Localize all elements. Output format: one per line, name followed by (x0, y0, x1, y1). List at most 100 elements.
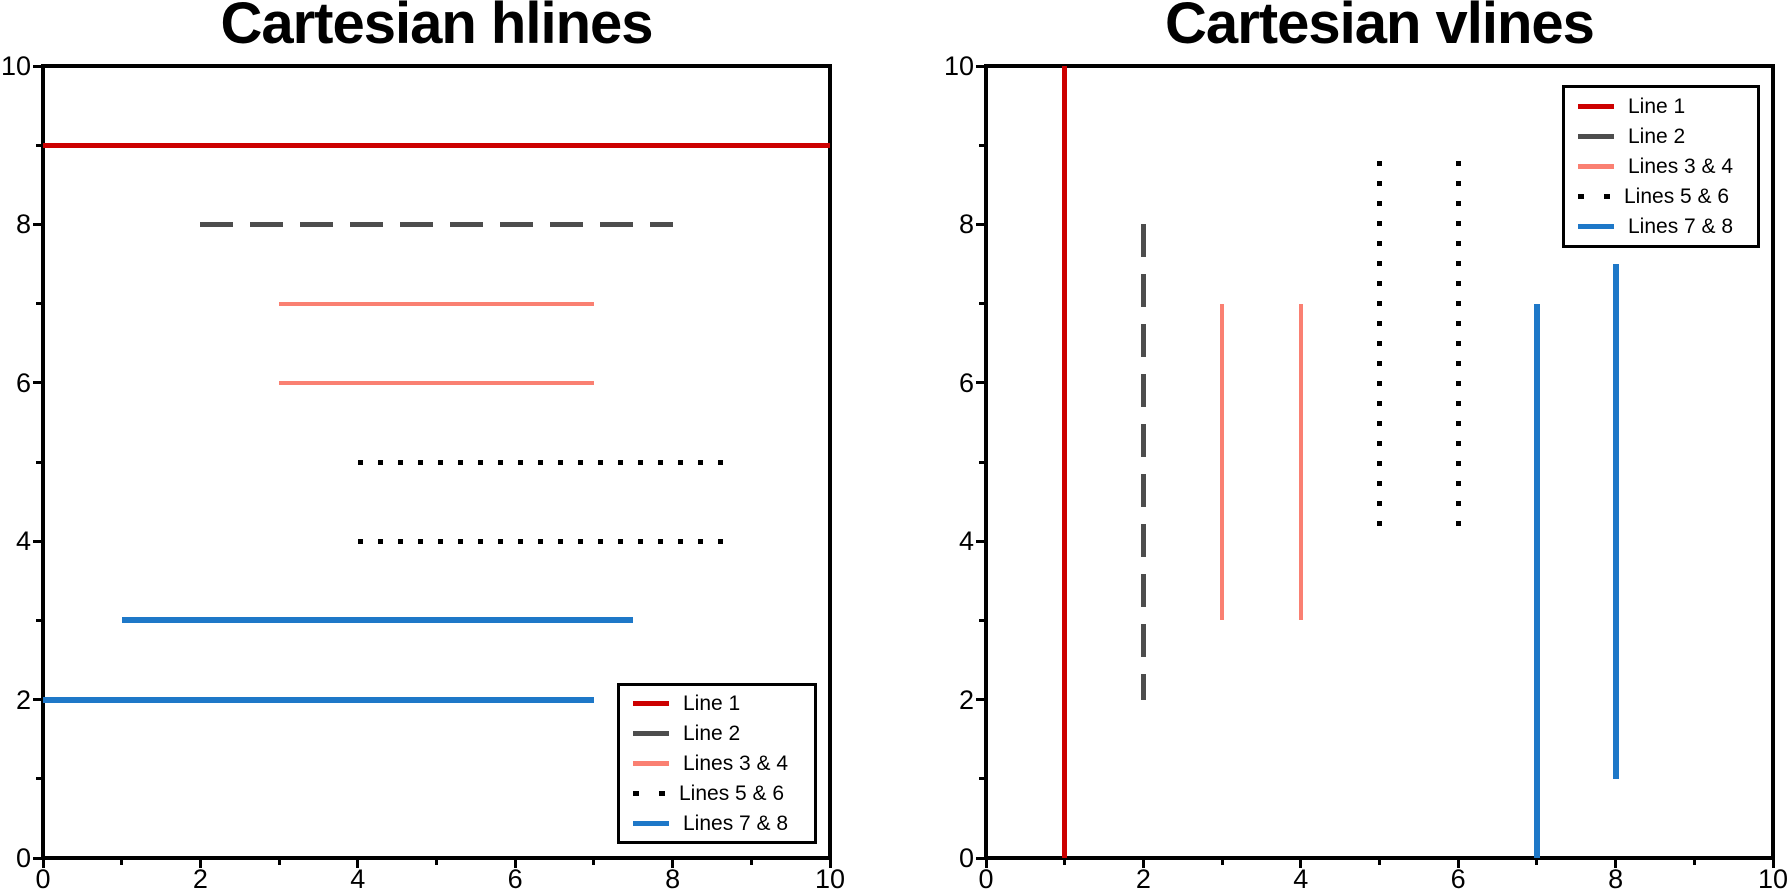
legend-solid-swatch (633, 701, 669, 706)
y-major-tick (976, 698, 984, 702)
legend-solid-swatch (1578, 224, 1614, 229)
line-4 (1298, 303, 1303, 621)
legend-dash-swatch (633, 731, 669, 736)
y-tick-label: 0 (15, 843, 31, 873)
legend-entry: Lines 5 & 6 (1565, 182, 1757, 212)
x-minor-tick (1692, 860, 1696, 865)
line-5 (357, 459, 736, 465)
axes-frame (984, 64, 1775, 860)
y-tick-label: 10 (0, 51, 31, 81)
legend-dash-swatch (1578, 134, 1614, 139)
x-tick-label: 4 (1293, 864, 1309, 894)
plot-title: Cartesian vlines (1165, 0, 1595, 56)
line-7 (1533, 303, 1540, 858)
y-tick-label: 2 (15, 684, 31, 715)
legend-label: Lines 7 & 8 (1628, 214, 1734, 238)
y-minor-tick (979, 143, 984, 147)
y-tick-label: 8 (15, 209, 31, 240)
legend-solid-swatch (1578, 164, 1614, 169)
legend-entry: Lines 7 & 8 (620, 809, 814, 839)
y-minor-tick (36, 777, 41, 781)
line-1 (1062, 66, 1068, 858)
legend-entry: Line 1 (1565, 92, 1757, 122)
x-tick-label: 8 (1608, 864, 1624, 894)
legend-solid-swatch (1578, 104, 1614, 109)
legend-entry: Lines 7 & 8 (1565, 212, 1757, 242)
x-major-tick (1141, 860, 1145, 868)
y-minor-tick (979, 618, 984, 622)
x-major-tick (828, 860, 832, 868)
y-minor-tick (36, 302, 41, 306)
y-minor-tick (979, 777, 984, 781)
x-tick-label: 2 (1135, 864, 1151, 894)
x-minor-tick (277, 860, 281, 865)
x-major-tick (198, 860, 202, 868)
x-tick-label: 4 (350, 864, 366, 894)
x-minor-tick (120, 860, 124, 865)
y-tick-label: 6 (15, 367, 31, 398)
legend-entry: Lines 3 & 4 (620, 749, 814, 779)
x-minor-tick (1378, 860, 1381, 865)
legend-entry: Lines 5 & 6 (620, 779, 814, 809)
legend-entry: Line 2 (1565, 122, 1757, 152)
legend-label: Line 2 (1628, 124, 1686, 148)
line-3 (279, 301, 594, 306)
x-minor-tick (1535, 860, 1539, 865)
x-tick-label: 10 (814, 864, 846, 894)
x-major-tick (1456, 860, 1460, 868)
y-tick-label: 0 (958, 843, 974, 873)
x-minor-tick (749, 860, 753, 865)
legend-label: Lines 3 & 4 (1628, 154, 1734, 178)
x-minor-tick (435, 860, 438, 865)
line-7 (121, 617, 634, 624)
y-major-tick (976, 381, 984, 385)
legend-entry: Line 2 (620, 719, 814, 749)
y-minor-tick (979, 460, 984, 464)
x-minor-tick (592, 860, 596, 865)
legend-label: Lines 3 & 4 (683, 751, 789, 775)
line-5 (1377, 161, 1382, 542)
y-minor-tick (979, 302, 984, 306)
x-tick-label: 6 (507, 864, 523, 894)
legend-dotted-swatch (1578, 194, 1610, 199)
legend-label: Line 1 (683, 691, 741, 715)
y-major-tick (33, 64, 41, 68)
line-6 (357, 538, 736, 544)
x-major-tick (356, 860, 360, 868)
y-minor-tick (36, 618, 41, 622)
x-minor-tick (1063, 860, 1067, 865)
x-major-tick (41, 860, 45, 868)
legend-label: Lines 5 & 6 (1624, 184, 1730, 208)
x-tick-label: 10 (1757, 864, 1788, 894)
legend-label: Line 2 (683, 721, 741, 745)
legend-dotted-swatch (633, 791, 665, 796)
line-8 (1612, 264, 1619, 779)
y-major-tick (33, 698, 41, 702)
y-tick-label: 10 (943, 51, 974, 81)
x-tick-label: 6 (1450, 864, 1466, 894)
y-major-tick (33, 222, 41, 226)
x-major-tick (513, 860, 517, 868)
y-major-tick (33, 539, 41, 543)
y-major-tick (976, 539, 984, 543)
y-major-tick (976, 222, 984, 226)
x-tick-label: 0 (35, 864, 51, 894)
y-major-tick (976, 64, 984, 68)
y-tick-label: 6 (958, 367, 974, 398)
y-tick-label: 4 (15, 526, 31, 557)
line-2 (200, 221, 673, 227)
x-tick-label: 2 (192, 864, 208, 894)
y-tick-label: 8 (958, 209, 974, 240)
y-major-tick (33, 381, 41, 385)
line-6 (1455, 161, 1461, 542)
x-tick-label: 0 (978, 864, 994, 894)
legend-label: Lines 7 & 8 (683, 811, 789, 835)
y-major-tick (33, 856, 41, 860)
x-major-tick (984, 860, 988, 868)
legend-solid-swatch (633, 821, 669, 826)
